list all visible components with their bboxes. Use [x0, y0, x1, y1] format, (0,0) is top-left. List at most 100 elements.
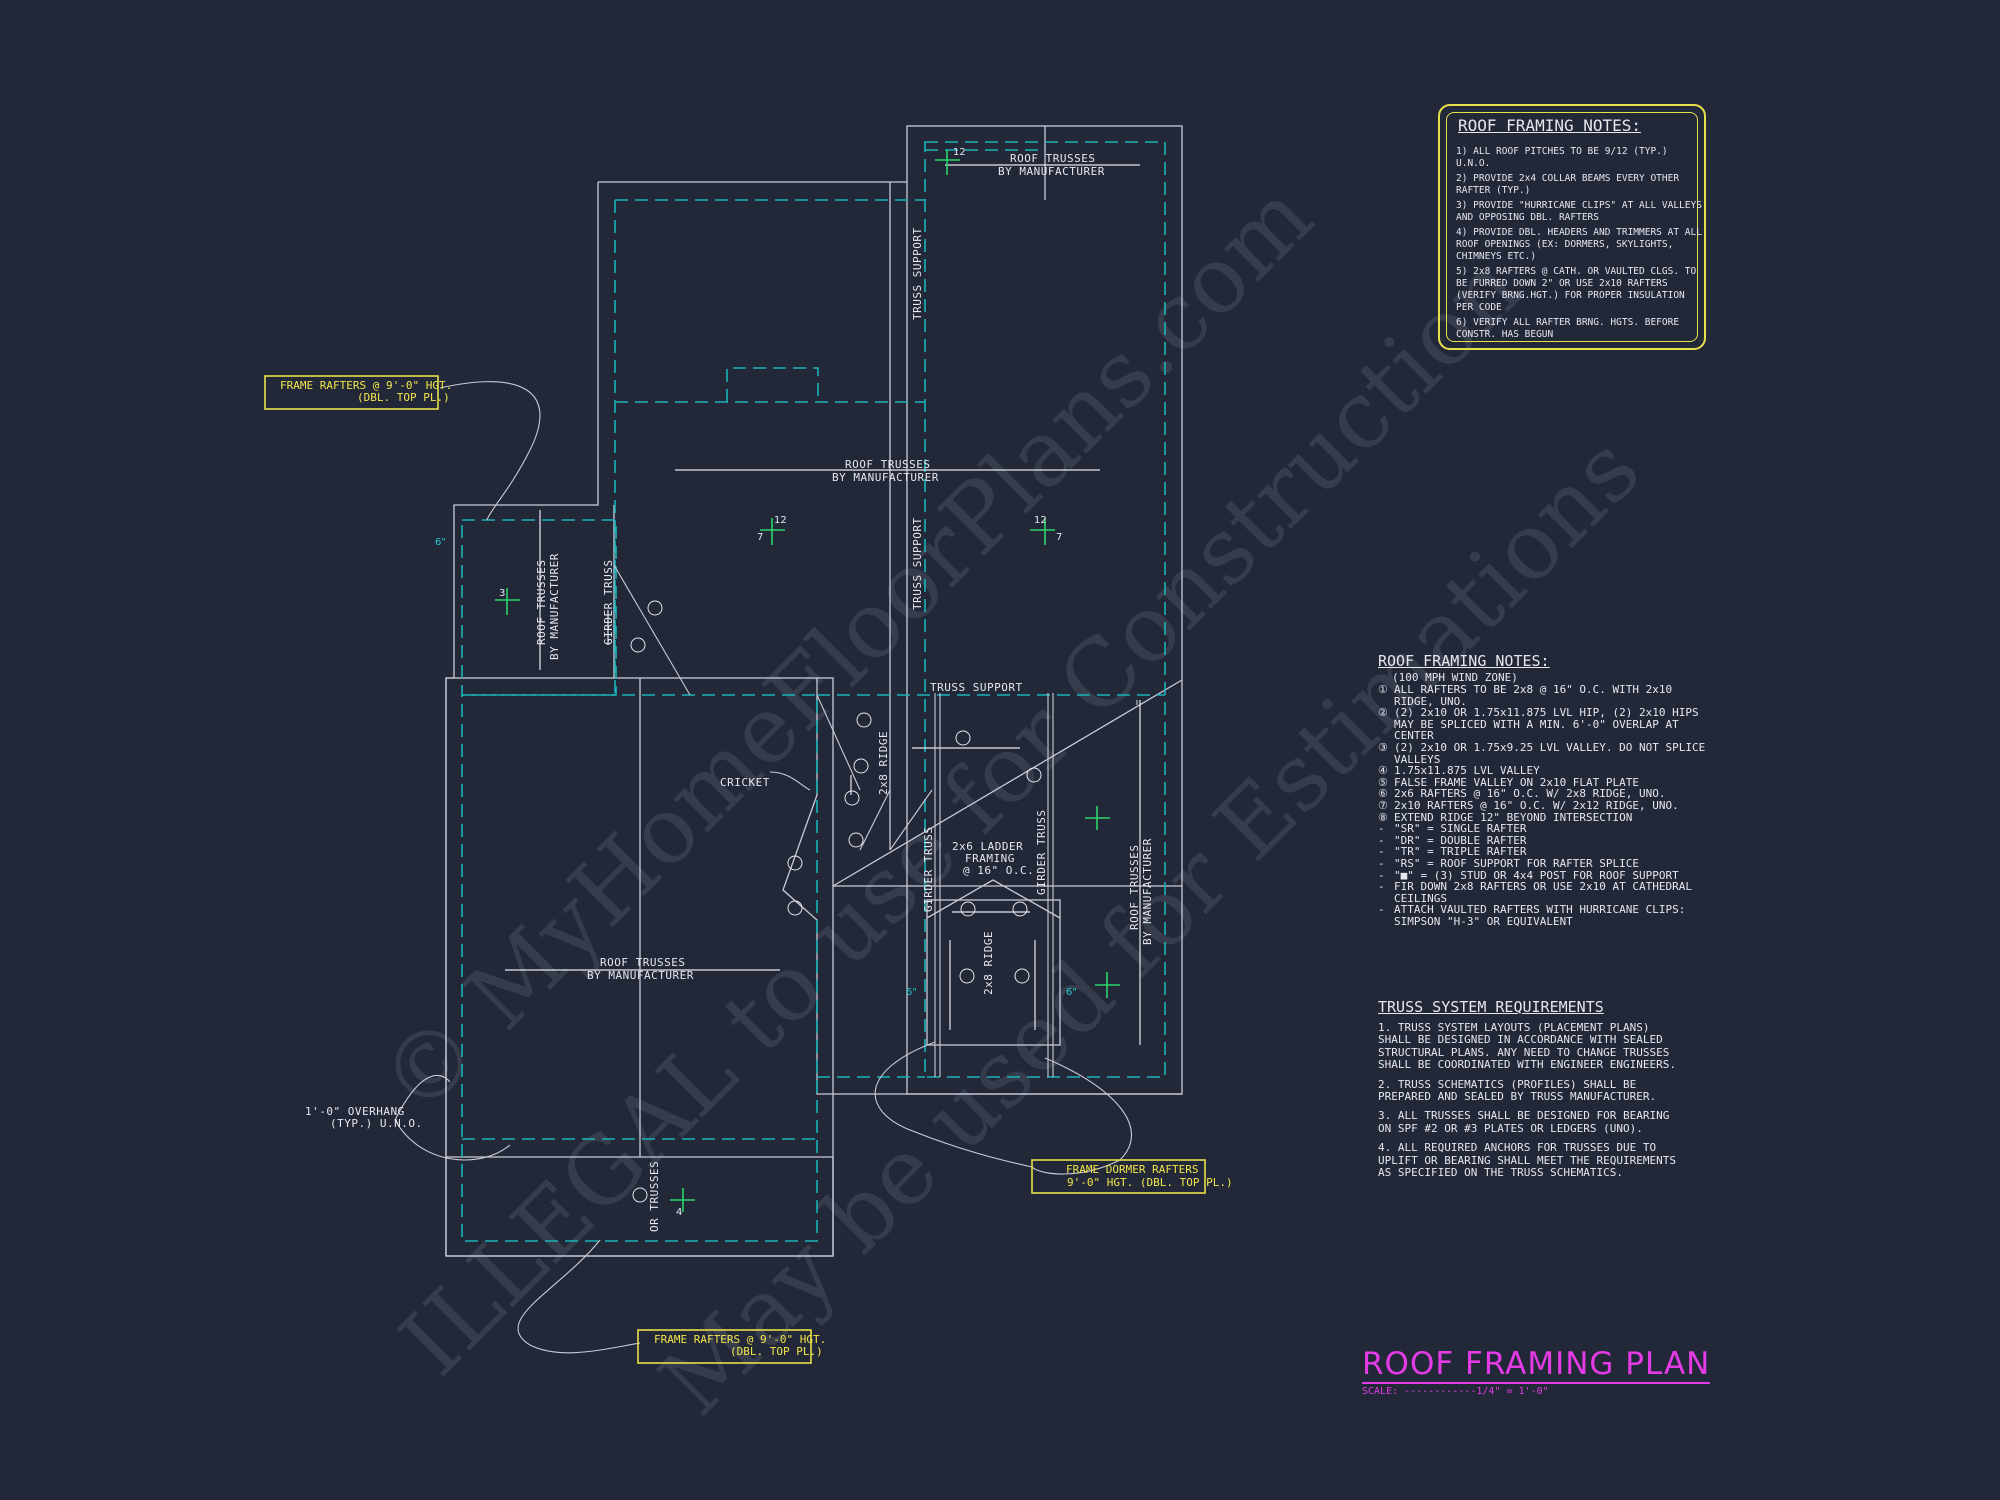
truss-requirements-item: 3. ALL TRUSSES SHALL BE DESIGNED FOR BEA… — [1378, 1109, 1670, 1135]
label-truss-support-lower: TRUSS SUPPORT — [911, 517, 924, 610]
notes-main-list: ① ALL RAFTERS TO BE 2x8 @ 16" O.C. WITH 2… — [1378, 683, 1718, 928]
label-pitch-12-c: 12 — [953, 147, 966, 158]
notes-box-title: ROOF FRAMING NOTES: — [1458, 116, 1642, 135]
truss-dashed-lines — [461, 141, 1166, 1242]
notes-main-item: -"RS" = ROOF SUPPORT FOR RAFTER SPLICE — [1378, 858, 1718, 870]
notes-main-text: 2x6 RAFTERS @ 16" O.C. W/ 2x8 RIDGE, UNO… — [1394, 787, 1666, 801]
label-ladder-2: FRAMING — [965, 852, 1015, 865]
label-or-trusses: OR TRUSSES — [648, 1161, 661, 1232]
notes-main-mark: ② — [1378, 706, 1388, 720]
notes-main-item: ④ 1.75x11.875 LVL VALLEY — [1378, 765, 1718, 777]
notes-main-text: FIR DOWN 2x8 RAFTERS OR USE 2x10 AT CATH… — [1394, 880, 1693, 905]
notes-main-mark: - — [1378, 833, 1385, 847]
label-by-manufacturer-center: BY MANUFACTURER — [832, 471, 939, 484]
notes-main-mark: - — [1378, 845, 1385, 859]
notes-main-text: FALSE FRAME VALLEY ON 2x10 FLAT PLATE — [1394, 775, 1640, 789]
notes-main-text: "RS" = ROOF SUPPORT FOR RAFTER SPLICE — [1394, 856, 1640, 870]
callout-dormer-line-1: FRAME DORMER RAFTERS — [1066, 1163, 1198, 1176]
notes-box-item: 6) VERIFY ALL RAFTER BRNG. HGTS. BEFORE … — [1456, 317, 1680, 340]
circle-marks — [630, 600, 1042, 1203]
notes-main-mark: ④ — [1378, 764, 1388, 778]
notes-main-text: (2) 2x10 OR 1.75x11.875 LVL HIP, (2) 2x1… — [1394, 706, 1699, 743]
notes-main-text: ATTACH VAULTED RAFTERS WITH HURRICANE CL… — [1394, 903, 1686, 928]
girder-trusses — [934, 693, 1054, 1077]
notes-main-text: "SR" = SINGLE RAFTER — [1394, 822, 1527, 836]
notes-main-mark: - — [1378, 880, 1385, 894]
callout-boxes: FRAME RAFTERS @ 9'-0" HGT. (DBL. TOP PL.… — [264, 375, 1233, 1364]
notes-main-item: -"DR" = DOUBLE RAFTER — [1378, 835, 1718, 847]
notes-main-text: ALL RAFTERS TO BE 2x8 @ 16" O.C. WITH 2x… — [1394, 683, 1673, 708]
notes-main-item: -ATTACH VAULTED RAFTERS WITH HURRICANE C… — [1378, 904, 1718, 927]
notes-box-item: 5) 2x8 RAFTERS @ CATH. OR VAULTED CLGS. … — [1456, 266, 1697, 313]
label-pitch-12-b: 12 — [1034, 515, 1047, 526]
label-ladder-3: @ 16" O.C. — [963, 864, 1034, 877]
label-girder-truss-right: GIRDER TRUSS — [1035, 810, 1048, 895]
notes-box-item: 2) PROVIDE 2x4 COLLAR BEAMS EVERY OTHER … — [1456, 173, 1680, 196]
label-roof-trusses-left: ROOF TRUSSES — [600, 956, 685, 969]
notes-main-item: ⑧ EXTEND RIDGE 12" BEYOND INTERSECTION — [1378, 810, 1718, 824]
notes-main-item: ② (2) 2x10 OR 1.75x11.875 LVL HIP, (2) 2x… — [1378, 707, 1718, 742]
truss-requirements-item: 2. TRUSS SCHEMATICS (PROFILES) SHALL BE … — [1378, 1077, 1657, 1104]
label-6in-mid: 6" — [906, 987, 917, 998]
roof-framing-notes-box: ROOF FRAMING NOTES: 1) ALL ROOF PITCHES … — [1438, 104, 1706, 350]
notes-main-title: ROOF FRAMING NOTES: — [1378, 652, 1550, 670]
label-pitch-4: 4 — [676, 1207, 682, 1218]
notes-main-text: 1.75x11.875 LVL VALLEY — [1394, 764, 1540, 778]
callout-bottom-line-2: (DBL. TOP PL.) — [730, 1345, 823, 1358]
label-pitch-3: 3 — [499, 588, 505, 599]
notes-main-item: -"SR" = SINGLE RAFTER — [1378, 823, 1718, 835]
notes-box-list: 1) ALL ROOF PITCHES TO BE 9/12 (TYP.) U.… — [1456, 146, 1706, 344]
notes-box-item: 3) PROVIDE "HURRICANE CLIPS" AT ALL VALL… — [1456, 200, 1702, 223]
truss-requirements-item: 4. ALL REQUIRED ANCHORS FOR TRUSSES DUE … — [1378, 1141, 1677, 1180]
notes-main-item: -"TR" = TRIPLE RAFTER — [1378, 846, 1718, 858]
label-by-manufacturer-vertical-left: BY MANUFACTURER — [548, 553, 561, 660]
callout-dormer-line-2: 9'-0" HGT. (DBL. TOP PL.) — [1067, 1176, 1233, 1189]
label-2x8-ridge-lower: 2x8 RIDGE — [982, 931, 995, 995]
label-roof-trusses-vertical-right: ROOF TRUSSES — [1128, 845, 1141, 930]
notes-main-text: EXTEND RIDGE 12" BEYOND INTERSECTION — [1394, 810, 1633, 824]
label-overhang-2: (TYP.) U.N.O. — [330, 1117, 423, 1130]
callout-top-left-line-1: FRAME RAFTERS @ 9'-0" HGT. — [280, 379, 452, 392]
notes-main-mark: ③ — [1378, 740, 1388, 754]
notes-main-item: ③ (2) 2x10 OR 1.75x9.25 LVL VALLEY. DO NO… — [1378, 742, 1718, 765]
pitch-symbols — [495, 150, 1120, 1212]
truss-system-requirements: TRUSS SYSTEM REQUIREMENTS 1. TRUSS SYSTE… — [1378, 998, 1678, 1186]
notes-box-item: 1) ALL ROOF PITCHES TO BE 9/12 (TYP.) U.… — [1456, 146, 1668, 169]
label-truss-support-horizontal: TRUSS SUPPORT — [930, 681, 1023, 694]
label-6in-left: 6" — [435, 537, 446, 548]
label-by-manufacturer-top: BY MANUFACTURER — [998, 165, 1105, 178]
callout-top-left-line-2: (DBL. TOP PL.) — [357, 391, 450, 404]
drawing-title: ROOF FRAMING PLAN — [1362, 1346, 1711, 1384]
label-roof-trusses-vertical-left: ROOF TRUSSES — [535, 560, 548, 645]
notes-main-text: "TR" = TRIPLE RAFTER — [1394, 845, 1527, 859]
watermark-line-2: ILLEGAL to use for Construction — [380, 234, 1541, 1395]
span-arrows — [505, 164, 1141, 1045]
notes-main-mark: - — [1378, 822, 1385, 836]
notes-main-mark: - — [1378, 903, 1385, 917]
notes-main-item: -FIR DOWN 2x8 RAFTERS OR USE 2x10 AT CAT… — [1378, 881, 1718, 904]
notes-box-item: 4) PROVIDE DBL. HEADERS AND TRIMMERS AT … — [1456, 227, 1702, 262]
label-roof-trusses-top: ROOF TRUSSES — [1010, 152, 1095, 165]
leader-lines — [394, 381, 1132, 1354]
label-ladder-1: 2x6 LADDER — [952, 840, 1023, 853]
label-roof-trusses-center: ROOF TRUSSES — [845, 458, 930, 471]
title-block: ROOF FRAMING PLAN SCALE: ------------1/4… — [1362, 1346, 1711, 1397]
notes-main-mark: ⑧ — [1378, 810, 1388, 824]
roof-framing-notes-main: ROOF FRAMING NOTES: (100 MPH WIND ZONE) … — [1378, 652, 1718, 927]
truss-requirements-item: 1. TRUSS SYSTEM LAYOUTS (PLACEMENT PLANS… — [1378, 1021, 1677, 1072]
notes-main-item: -"■" = (3) STUD OR 4x4 POST FOR ROOF SUP… — [1378, 868, 1718, 882]
notes-main-mark: ⑦ — [1378, 798, 1388, 812]
notes-main-mark: ⑥ — [1378, 787, 1388, 801]
notes-main-text: "■" = (3) STUD OR 4x4 POST FOR ROOF SUPP… — [1394, 868, 1679, 882]
label-truss-support-upper: TRUSS SUPPORT — [911, 227, 924, 320]
notes-main-text: (2) 2x10 OR 1.75x9.25 LVL VALLEY. DO NOT… — [1394, 740, 1706, 766]
notes-box-inner-border — [1446, 112, 1698, 342]
notes-main-mark: ① — [1378, 683, 1388, 696]
label-pitch-7-b: 7 — [1056, 532, 1062, 543]
notes-main-mark: - — [1378, 856, 1385, 870]
wall-outlines — [445, 125, 1183, 1257]
label-cricket: CRICKET — [720, 776, 770, 789]
